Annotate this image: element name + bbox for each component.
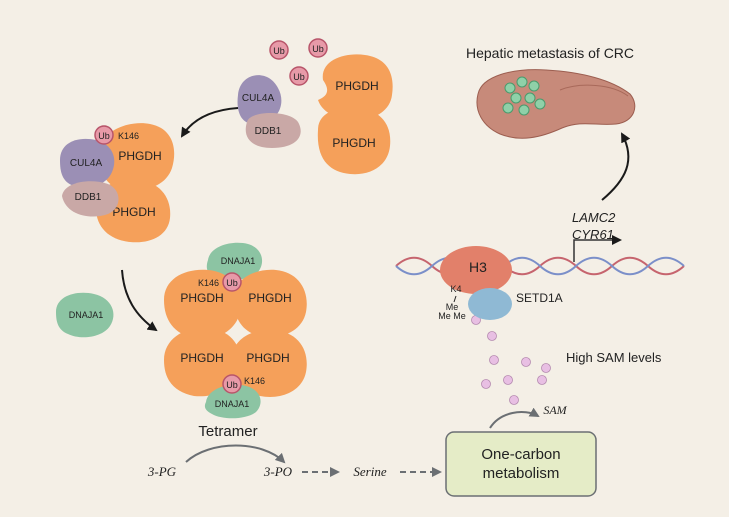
gene-cyr61: CYR61 — [572, 227, 614, 242]
tumor-nodule — [534, 98, 546, 110]
metabolite-3pg: 3-PG — [147, 464, 177, 479]
phgdh-protein-left-1 — [99, 123, 175, 191]
cul4a-protein-top — [237, 75, 282, 125]
dnaja1-free-label: DNAJA1 — [69, 310, 104, 320]
ub-label-tetramer-top: Ub — [226, 278, 238, 288]
arrow-ubiquitination — [180, 107, 239, 138]
ub-bubble-tetramer-top — [222, 272, 242, 292]
dnaja1-tetramer-bottom-label: DNAJA1 — [215, 399, 250, 409]
cul4a-label-top: CUL4A — [242, 93, 275, 104]
tumor-nodule — [528, 80, 540, 92]
tetramer-label: Tetramer — [198, 423, 257, 440]
ubiquitinated-complex: PHGDH PHGDH CUL4A DDB1 Ub K146 — [60, 123, 175, 243]
top-complex: Ub Ub Ub CUL4A DDB1 PHGDH PHGDH — [237, 38, 393, 175]
ub-label-2: Ub — [312, 44, 324, 54]
sam-label: SAM — [543, 403, 567, 417]
metastasis-title: Hepatic metastasis of CRC — [466, 45, 634, 61]
sam-dots — [471, 315, 551, 405]
gene-lamc2: LAMC2 — [572, 210, 616, 225]
phgdh-tetramer-3 — [164, 327, 241, 397]
transcription-arrow — [573, 235, 622, 262]
k146-label-tetramer-bottom: K146 — [244, 376, 265, 386]
ub-bubble-1 — [269, 40, 289, 60]
ub-label-left: Ub — [98, 131, 110, 141]
sam-dot — [503, 375, 513, 385]
phgdh-tetramer-1 — [164, 269, 241, 339]
dnaja1-tetramer-top — [206, 242, 263, 281]
arrow-to-tetramer — [121, 269, 158, 332]
phgdh-label-left-1: PHGDH — [118, 149, 161, 163]
phgdh-label-top-1: PHGDH — [335, 79, 378, 93]
ub-bubble-3 — [289, 66, 309, 86]
one-carbon-metabolism-box — [445, 431, 597, 497]
metastatic-tumors — [502, 76, 546, 116]
tumor-nodule — [504, 82, 516, 94]
phgdh-protein-top-2 — [317, 107, 391, 175]
sam-dot — [541, 363, 551, 373]
k146-label-left: K146 — [118, 131, 139, 141]
setd1a-label: SETD1A — [516, 291, 563, 305]
ub-label-tetramer-bottom: Ub — [226, 380, 238, 390]
ub-label-3: Ub — [293, 72, 305, 82]
tumor-nodule — [518, 104, 530, 116]
dna-strand-2 — [395, 256, 685, 276]
phgdh-tetramer-4 — [231, 329, 307, 397]
tumor-nodule — [510, 92, 522, 104]
liver-illustration — [476, 69, 636, 139]
k4-tail — [453, 295, 457, 303]
k146-label-tetramer-top: K146 — [198, 278, 219, 288]
me-me-label: Me Me — [438, 311, 466, 321]
phgdh-label-top-2: PHGDH — [332, 136, 375, 150]
phgdh-tetramer: DNAJA1 PHGDH PHGDH PHGDH PHGDH Ub K146 D… — [164, 242, 307, 419]
tumor-nodule — [502, 102, 514, 114]
liver-shape — [476, 69, 636, 139]
one-carbon-line2: metabolism — [483, 465, 560, 482]
dnaja1-tetramer-bottom — [204, 384, 261, 419]
phgdh-tetramer-3-label: PHGDH — [180, 351, 223, 365]
one-carbon-line1: One-carbon — [481, 446, 560, 463]
high-sam-label: High SAM levels — [566, 350, 662, 365]
k4-label: K4 — [450, 284, 461, 294]
ub-bubble-2 — [308, 38, 328, 58]
arrow-sam-output — [489, 407, 540, 429]
sam-dot — [521, 357, 531, 367]
sam-dot — [537, 375, 547, 385]
metabolite-3po: 3-PO — [263, 464, 293, 479]
phgdh-tetramer-4-label: PHGDH — [246, 351, 289, 365]
arrow-3pg-to-3po — [185, 444, 286, 464]
histone-h3 — [440, 246, 512, 294]
h3-label: H3 — [469, 259, 487, 275]
cul4a-protein-left — [60, 138, 115, 188]
ub-bubble-tetramer-bottom — [222, 374, 242, 394]
sam-dot — [487, 331, 497, 341]
cul4a-label-left: CUL4A — [70, 158, 103, 169]
sam-dot — [489, 355, 499, 365]
phgdh-tetramer-2 — [233, 269, 307, 337]
dnaja1-free — [56, 292, 114, 338]
phgdh-protein-top-1 — [318, 54, 393, 121]
ddb1-protein-top — [245, 113, 301, 148]
arrow-to-metastasis — [601, 132, 631, 201]
ub-label-1: Ub — [273, 46, 285, 56]
phgdh-tetramer-2-label: PHGDH — [248, 291, 291, 305]
sam-dot — [509, 395, 519, 405]
phgdh-label-left-2: PHGDH — [112, 205, 155, 219]
me-label: Me — [446, 302, 459, 312]
phgdh-tetramer-1-label: PHGDH — [180, 291, 223, 305]
ddb1-protein-left — [62, 181, 119, 217]
ddb1-label-left: DDB1 — [75, 192, 102, 203]
dnaja1-tetramer-top-label: DNAJA1 — [221, 256, 256, 266]
setd1a-protein — [468, 288, 512, 320]
ub-bubble-left — [94, 125, 114, 145]
tumor-nodule — [524, 92, 536, 104]
metabolite-serine: Serine — [353, 464, 386, 479]
sam-dot — [481, 379, 491, 389]
tumor-nodule — [516, 76, 528, 88]
ddb1-label-top: DDB1 — [255, 126, 282, 137]
liver-lobe-line — [559, 84, 629, 97]
